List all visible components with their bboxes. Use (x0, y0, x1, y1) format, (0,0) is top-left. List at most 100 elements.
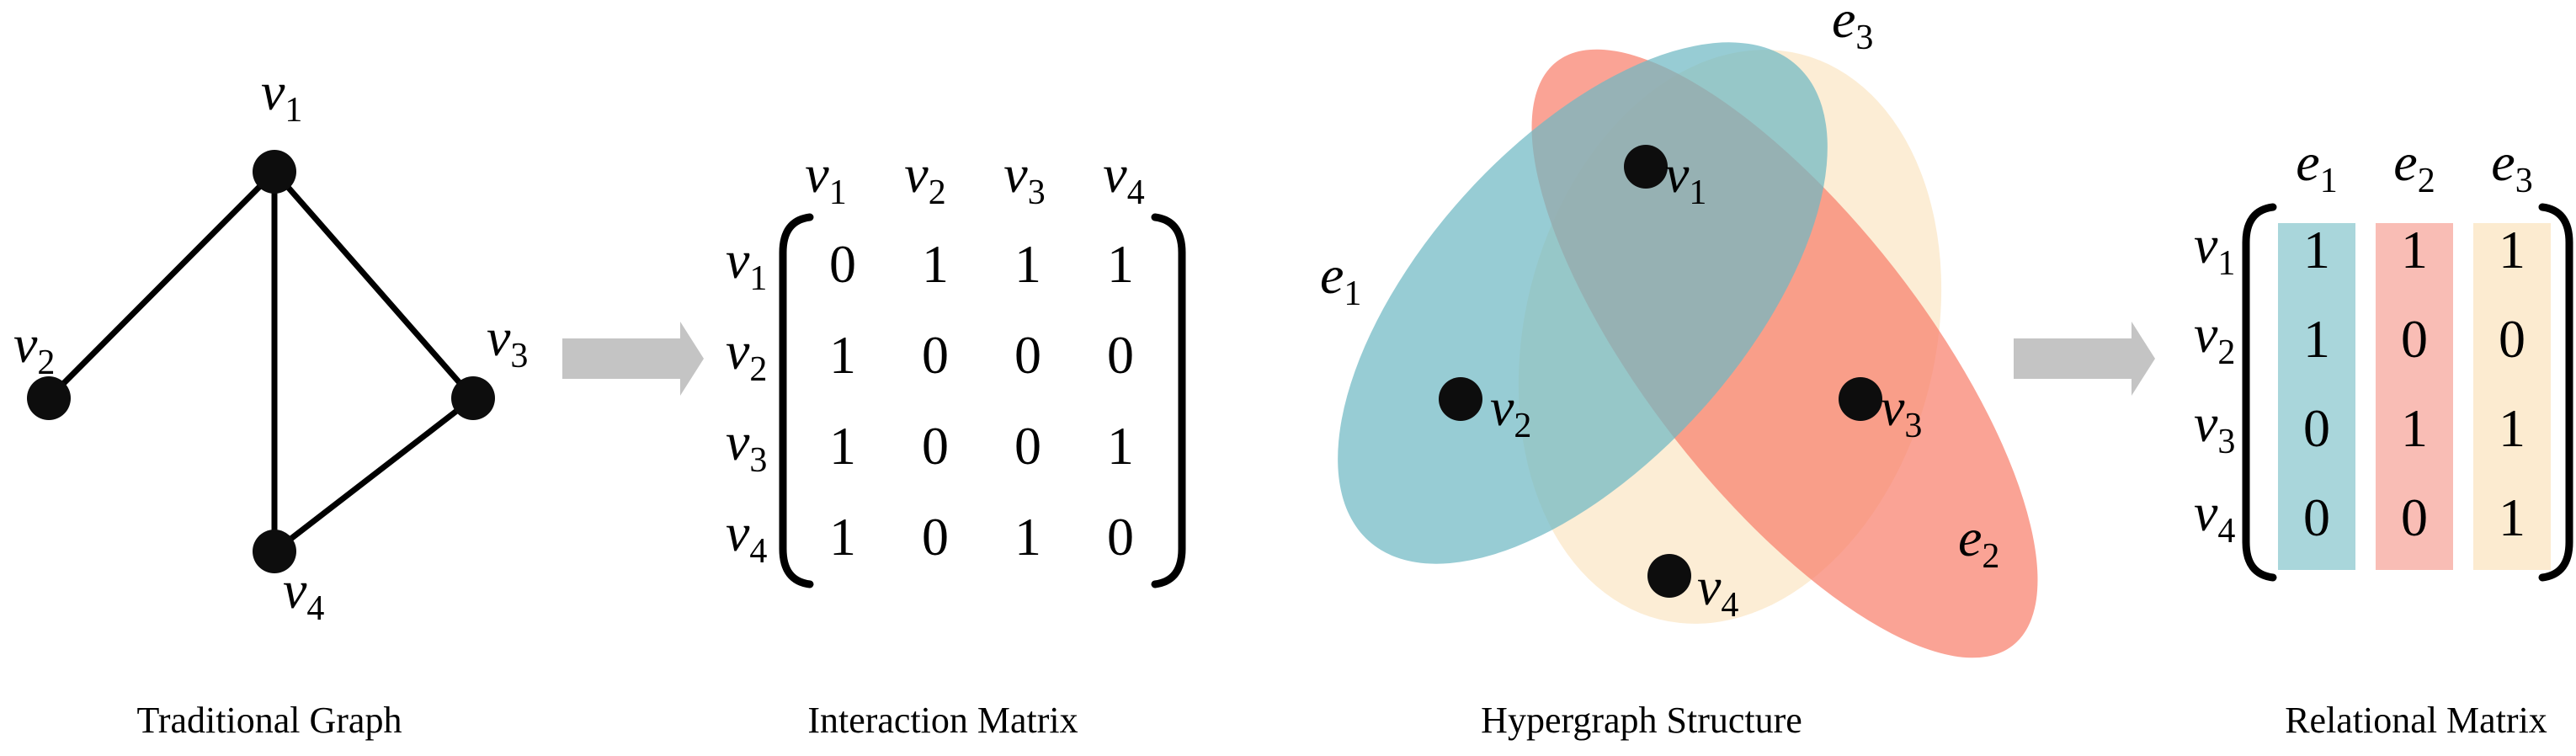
interaction-cell-r4c1: 1 (829, 507, 856, 567)
edge-v1-v3 (271, 168, 476, 402)
interaction-row-header-v3: v3 (726, 412, 767, 480)
interaction-col-header-v4: v4 (1103, 144, 1144, 212)
relational-row-header-v1: v1 (2194, 215, 2235, 283)
graph-label-v4-letter: v (283, 560, 307, 620)
relational-cell-r1c2: 1 (2401, 220, 2428, 280)
hypergraph-panel: v1 v2 v3 v4 e1 e2 e3 Hypergraph Structur… (1320, 0, 2038, 741)
arrow-right-icon (562, 322, 704, 396)
graph-label-v2: v2 (13, 314, 55, 382)
caption-interaction-matrix: Interaction Matrix (807, 700, 1078, 741)
hyper-label-v3-letter: v (1881, 377, 1905, 437)
interaction-col-header-v2-letter: v (904, 144, 929, 204)
relational-col-header-e2: e2 (2393, 132, 2435, 200)
interaction-col-header-v3-letter: v (1003, 144, 1028, 204)
edge-v1-v2 (45, 168, 278, 402)
interaction-cell-r2c1: 1 (829, 325, 856, 385)
interaction-cell-r2c4: 0 (1107, 325, 1134, 385)
interaction-row-header-v3-sub: 3 (749, 441, 767, 480)
interaction-row-header-v4-letter: v (726, 503, 750, 562)
relational-col-header-e1-sub: 1 (2320, 162, 2338, 200)
interaction-cell-r1c1: 0 (829, 234, 856, 294)
relational-cell-r2c2: 0 (2401, 309, 2428, 369)
interaction-row-header-v1: v1 (726, 230, 767, 298)
graph-label-v3: v3 (487, 307, 528, 375)
hyperedge-label-e2-letter: e (1958, 508, 1982, 567)
hyperedge-label-e1: e1 (1320, 245, 1361, 313)
interaction-row-header-v2-sub: 2 (749, 350, 767, 389)
relational-cells: 1 1 1 1 0 0 0 1 1 0 0 1 (2303, 220, 2525, 547)
relational-row-header-v2: v2 (2194, 304, 2235, 372)
hyper-label-v2: v2 (1490, 377, 1531, 445)
interaction-cell-r3c3: 0 (1014, 416, 1041, 476)
arrow-right-icon (2014, 322, 2155, 396)
interaction-cell-r2c3: 0 (1014, 325, 1041, 385)
interaction-matrix-panel: v1 v2 v3 v4 v1 v2 v3 v4 0 1 1 1 1 0 0 0 … (726, 144, 1186, 741)
relational-cell-r3c2: 1 (2401, 398, 2428, 458)
relational-cell-r1c1: 1 (2303, 220, 2330, 280)
relational-col-band-e2 (2376, 223, 2453, 570)
relational-row-header-v2-sub: 2 (2217, 333, 2235, 372)
interaction-cell-r3c4: 1 (1107, 416, 1134, 476)
graph-node-v4 (253, 530, 296, 573)
hyper-label-v2-sub: 2 (1514, 407, 1531, 445)
interaction-col-header-v1: v1 (805, 144, 846, 212)
interaction-row-header-v2: v2 (726, 321, 767, 389)
graph-node-v3 (451, 376, 495, 420)
graph-label-v3-letter: v (487, 307, 511, 367)
relational-col-header-e2-sub: 2 (2418, 162, 2435, 200)
relational-row-header-v4: v4 (2194, 482, 2235, 551)
caption-hypergraph-structure: Hypergraph Structure (1481, 700, 1802, 741)
arrow-right-1 (562, 322, 704, 396)
interaction-cells: 0 1 1 1 1 0 0 0 1 0 0 1 1 0 1 0 (829, 234, 1134, 567)
relational-cell-r2c1: 1 (2303, 309, 2330, 369)
interaction-cell-r4c3: 1 (1014, 507, 1041, 567)
relational-row-header-v4-sub: 4 (2217, 512, 2235, 551)
hyperedge-label-e3-sub: 3 (1855, 19, 1873, 57)
hyper-node-v2 (1439, 377, 1482, 421)
relational-col-header-e1-letter: e (2296, 132, 2319, 192)
interaction-col-header-v4-letter: v (1103, 144, 1127, 204)
hyperedge-label-e2: e2 (1958, 508, 1999, 576)
relational-col-header-e1: e1 (2296, 132, 2337, 200)
relational-left-bracket (2242, 203, 2277, 582)
interaction-col-header-v4-sub: 4 (1127, 173, 1145, 212)
relational-row-header-v1-sub: 1 (2217, 244, 2235, 283)
hyperedge-e1 (1338, 42, 1828, 564)
relational-col-header-e3-sub: 3 (2515, 162, 2533, 200)
interaction-col-header-v3: v3 (1003, 144, 1045, 212)
graph-label-v3-sub: 3 (510, 337, 528, 375)
relational-right-bracket (2538, 203, 2573, 582)
relational-row-header-v3-sub: 3 (2217, 423, 2235, 461)
relational-row-header-v1-letter: v (2194, 215, 2218, 274)
arrow-right-2 (2014, 322, 2155, 396)
relational-col-headers: e1 e2 e3 (2296, 132, 2532, 200)
relational-cell-r1c3: 1 (2499, 220, 2525, 280)
interaction-col-headers: v1 v2 v3 v4 (805, 144, 1144, 212)
hyper-node-v3 (1839, 377, 1882, 421)
interaction-cell-r1c4: 1 (1107, 234, 1134, 294)
interaction-row-header-v2-letter: v (726, 321, 750, 381)
relational-row-header-v3: v3 (2194, 393, 2235, 461)
interaction-cell-r4c2: 0 (922, 507, 949, 567)
hyper-label-v4-letter: v (1697, 556, 1722, 616)
hyperedge-label-e3: e3 (1832, 0, 1873, 57)
relational-cell-r4c1: 0 (2303, 487, 2330, 547)
interaction-right-bracket (1151, 213, 1186, 588)
graph-edges (45, 168, 476, 555)
interaction-cell-r2c2: 0 (922, 325, 949, 385)
graph-node-v1 (253, 150, 296, 194)
interaction-col-header-v3-sub: 3 (1028, 173, 1046, 212)
graph-label-v1-sub: 1 (285, 91, 302, 130)
relational-col-band-e1 (2278, 223, 2355, 570)
hyper-label-v1-letter: v (1665, 144, 1690, 204)
graph-label-v2-letter: v (13, 314, 38, 374)
relational-col-header-e2-letter: e (2393, 132, 2417, 192)
relational-row-header-v2-letter: v (2194, 304, 2218, 364)
hyperedge-label-e1-letter: e (1320, 245, 1344, 305)
interaction-row-headers: v1 v2 v3 v4 (726, 230, 767, 571)
hyper-node-v4 (1647, 554, 1691, 598)
hyper-label-v1-sub: 1 (1689, 173, 1706, 212)
interaction-col-header-v2-sub: 2 (929, 173, 946, 212)
hyper-label-v3-sub: 3 (1904, 407, 1922, 445)
